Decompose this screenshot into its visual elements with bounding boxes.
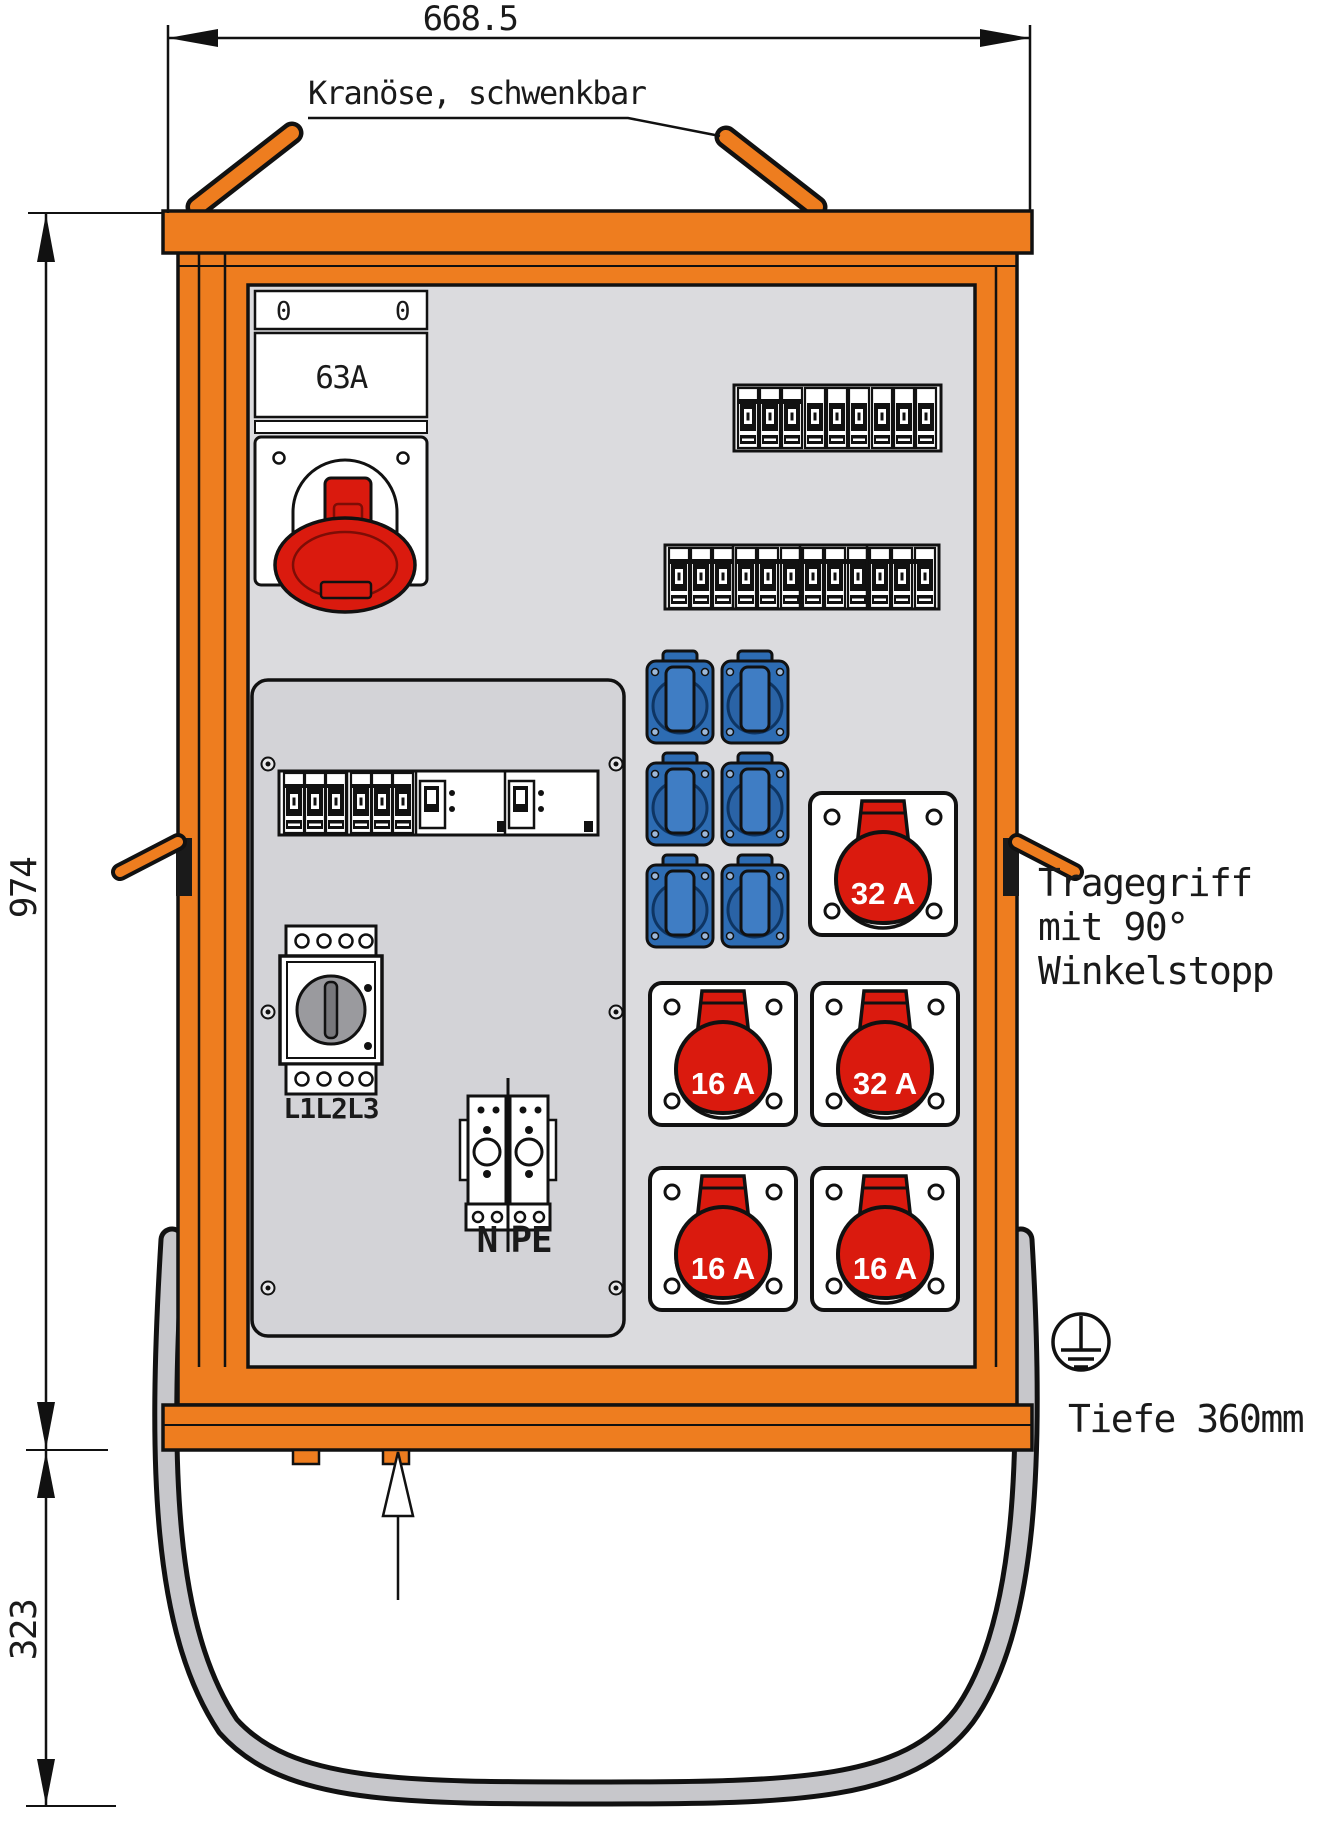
handle-mount-left: [176, 838, 192, 896]
crane-eye-left: [185, 121, 304, 219]
breaker-row-middle: [663, 543, 941, 611]
terminal-blocks: N PE: [458, 1078, 558, 1261]
dimension-height: 974: [4, 212, 162, 1451]
cee-rating-label: 16 A: [853, 1251, 917, 1286]
cee-socket-16a-bottom-right: 16 A: [810, 1166, 960, 1312]
panel-breaker-strip: [277, 769, 600, 837]
cee-socket-32a-top: 32 A: [808, 791, 958, 937]
schuko-socket: [720, 751, 790, 847]
support-stand: [152, 1226, 1040, 1807]
cee-rating-label: 16 A: [691, 1251, 755, 1286]
cee-rating-label: 32 A: [851, 876, 915, 911]
panel-relay-1: [418, 779, 455, 830]
crane-label-text: Kranöse, schwenkbar: [308, 74, 647, 112]
master-switch: L1L2L3: [278, 924, 384, 1125]
handle-note-line3: Winkelstopp: [1038, 949, 1273, 993]
cabinet-base-skirt: [161, 1403, 1034, 1452]
inlet-rating-label: 63A: [315, 360, 368, 396]
cee-socket-32a-mid-right: 32 A: [810, 981, 960, 1127]
master-switch-label: L1L2L3: [283, 1092, 378, 1125]
handle-mount-right: [1003, 838, 1019, 896]
inlet-marker-left: 0: [276, 297, 290, 327]
width-dim-text: 668.5: [423, 0, 518, 39]
cee-rating-label: 32 A: [853, 1066, 917, 1101]
main-inlet-63a: 0 0 63A: [253, 289, 429, 614]
terminal-n-label: N: [477, 1220, 498, 1261]
terminal-pe-label: PE: [510, 1220, 551, 1261]
crane-annotation: Kranöse, schwenkbar: [308, 74, 721, 138]
inner-panel: L1L2L3 N PE: [250, 678, 626, 1338]
cable-entry-arrow: [381, 1451, 415, 1600]
cee-rating-label: 16 A: [691, 1066, 755, 1101]
inlet-marker-right: 0: [395, 297, 409, 327]
cee-socket-16a-bottom-left: 16 A: [648, 1166, 798, 1312]
breaker-row-top: [732, 383, 943, 453]
earth-symbol-icon: [1051, 1312, 1111, 1372]
cabinet-roof: [161, 209, 1034, 255]
schuko-socket: [645, 751, 715, 847]
panel-relay-2: [507, 779, 544, 830]
cee-socket-16a-mid-left: 16 A: [648, 981, 798, 1127]
schuko-socket: [645, 649, 715, 745]
dimension-width: 668.5: [166, 0, 1032, 213]
crane-eye-right: [714, 125, 828, 219]
height-dim-text: 974: [4, 858, 45, 919]
carry-handle-right: [1008, 833, 1084, 881]
depth-note-text: Tiefe 360mm: [1068, 1397, 1304, 1441]
stand-dim-text: 323: [4, 1600, 45, 1661]
schuko-socket: [645, 853, 715, 949]
handle-note-line1: Tragegriff: [1038, 861, 1252, 905]
carry-handle-left: [111, 833, 187, 881]
schuko-socket: [720, 853, 790, 949]
handle-note-line2: mit 90°: [1038, 905, 1188, 949]
dimension-stand-height: 323: [4, 1450, 116, 1807]
handle-note: Tragegriff mit 90° Winkelstopp: [1038, 861, 1275, 993]
schuko-socket: [720, 649, 790, 745]
